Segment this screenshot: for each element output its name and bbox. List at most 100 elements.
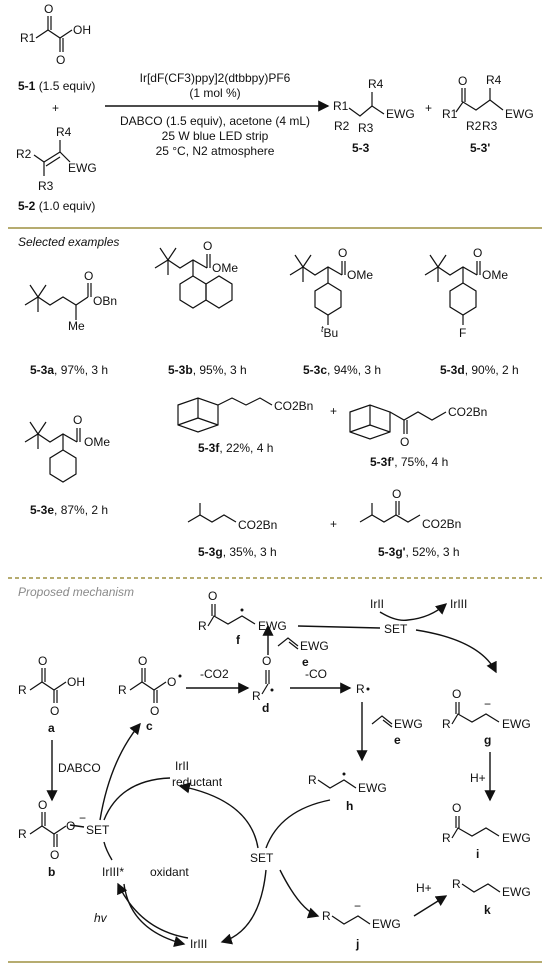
species-k: R EWG xyxy=(452,877,531,899)
species-g: O R − EWG xyxy=(442,687,531,731)
species-d: O R xyxy=(252,654,274,703)
svg-text:R4: R4 xyxy=(56,125,72,139)
conditions-text: 25 °C, N2 atmosphere xyxy=(156,144,275,158)
product-5-3-structure: R1 R4 EWG R2 R3 xyxy=(333,77,415,135)
svg-text:R1: R1 xyxy=(333,99,349,113)
label-j: j xyxy=(355,937,359,951)
svg-text:O: O xyxy=(262,654,271,668)
example-5-3b-structure: O OMe xyxy=(154,239,238,309)
svg-text:R2: R2 xyxy=(334,119,350,133)
arrow-j-to-k xyxy=(413,895,448,917)
example-5-3d-structure: O OMe F xyxy=(424,246,508,340)
reductant-label: reductant xyxy=(172,775,223,789)
svg-text:R2: R2 xyxy=(16,147,32,161)
svg-text:R3: R3 xyxy=(38,179,54,193)
svg-text:Me: Me xyxy=(68,319,85,333)
label-k: k xyxy=(484,903,491,917)
svg-text:EWG: EWG xyxy=(394,717,423,731)
arrow-ir3-to-ir3star xyxy=(117,882,189,939)
line-b-to-set xyxy=(69,824,85,828)
svg-text:OBn: OBn xyxy=(93,294,117,308)
svg-text:EWG: EWG xyxy=(502,717,531,731)
svg-text:EWG: EWG xyxy=(68,161,97,175)
species-i: O R EWG xyxy=(442,801,531,845)
svg-text:O: O xyxy=(50,704,59,718)
catalyst-loading: (1 mol %) xyxy=(189,86,240,100)
species-c: R O O O xyxy=(118,654,182,718)
svg-text:OH: OH xyxy=(73,23,91,37)
svg-text:O: O xyxy=(203,239,212,253)
oxidant-label: oxidant xyxy=(150,865,189,879)
example-5-3a-structure: Me O OBn xyxy=(24,269,117,333)
arrow-ir2-ir3 xyxy=(379,603,448,622)
svg-text:R3: R3 xyxy=(482,119,498,133)
svg-text:R2: R2 xyxy=(466,119,482,133)
svg-text:5-3g', 52%, 3 h: 5-3g', 52%, 3 h xyxy=(378,545,460,559)
example-5-3g-prime-structure: O CO2Bn xyxy=(359,487,461,531)
svg-text:O: O xyxy=(50,848,59,862)
label-g: g xyxy=(484,733,491,747)
svg-text:OMe: OMe xyxy=(482,268,508,282)
set-center: SET xyxy=(250,851,274,865)
minus-co2-label: -CO2 xyxy=(200,667,229,681)
species-a: O O OH R xyxy=(18,654,85,718)
svg-text:5-3b, 95%, 3 h: 5-3b, 95%, 3 h xyxy=(168,363,247,377)
svg-text:OMe: OMe xyxy=(347,268,373,282)
svg-text:R1: R1 xyxy=(20,31,36,45)
set-left: SET xyxy=(86,823,110,837)
svg-text:OH: OH xyxy=(67,675,85,689)
svg-text:R: R xyxy=(118,683,127,697)
species-b: R O O O − xyxy=(18,798,86,862)
svg-text:CO2Bn: CO2Bn xyxy=(238,518,277,532)
svg-text:EWG: EWG xyxy=(505,107,534,121)
ir3-top: IrIII xyxy=(450,597,467,611)
reagent2-label: 5-2 xyxy=(18,199,36,213)
svg-text:5-3c, 94%, 3 h: 5-3c, 94%, 3 h xyxy=(303,363,381,377)
plus-sign-f: + xyxy=(330,404,337,418)
svg-text:O: O xyxy=(208,589,217,603)
svg-text:OMe: OMe xyxy=(84,435,110,449)
product-5-3prime-structure: O R1 R4 EWG R2 R3 xyxy=(442,73,534,133)
svg-text:EWG: EWG xyxy=(372,917,401,931)
label-c: c xyxy=(146,719,153,733)
ir2-center: IrII xyxy=(175,759,189,773)
svg-text:O: O xyxy=(84,269,93,283)
product1-label: 5-3 xyxy=(352,141,370,155)
label-f: f xyxy=(236,633,241,647)
arc-set-to-j xyxy=(279,869,320,919)
svg-text:O: O xyxy=(56,53,65,67)
svg-text:O: O xyxy=(458,74,467,88)
svg-text:5-3f, 22%, 4 h: 5-3f, 22%, 4 h xyxy=(198,441,273,455)
example-5-3g-structure: CO2Bn xyxy=(187,503,277,532)
label-a: a xyxy=(48,721,55,735)
set-top: SET xyxy=(384,622,408,636)
svg-text:R: R xyxy=(18,827,27,841)
arc-ir3star-to-set xyxy=(103,841,113,861)
svg-text:5-3f', 75%, 4 h: 5-3f', 75%, 4 h xyxy=(370,455,448,469)
svg-text:EWG: EWG xyxy=(502,831,531,845)
svg-text:−: − xyxy=(79,811,86,825)
svg-text:O: O xyxy=(400,435,409,449)
example-5-3e-structure: O OMe xyxy=(24,413,110,483)
label-d: d xyxy=(262,701,269,715)
examples-heading: Selected examples xyxy=(18,235,119,249)
plus-sign: + xyxy=(52,101,59,115)
hv-label: hv xyxy=(94,911,108,925)
reagent-5-2-structure: R2 R3 R4 EWG xyxy=(16,125,97,193)
dabco-label: DABCO xyxy=(58,761,101,775)
svg-text:EWG: EWG xyxy=(502,885,531,899)
svg-text:F: F xyxy=(459,326,466,340)
svg-text:CO2Bn: CO2Bn xyxy=(274,399,313,413)
svg-text:O: O xyxy=(473,246,482,260)
svg-text:R: R xyxy=(252,689,261,703)
plus-sign-g: + xyxy=(330,517,337,531)
label-b: b xyxy=(48,865,55,879)
reagent-5-1-structure: R1 O O OH xyxy=(20,2,91,67)
svg-text:R4: R4 xyxy=(368,77,384,91)
svg-text:R4: R4 xyxy=(486,73,502,87)
catalyst-text: Ir[dF(CF3)ppy]2(dtbbpy)PF6 xyxy=(140,71,291,85)
svg-text:O: O xyxy=(138,654,147,668)
reagent2-amount: (1.0 equiv) xyxy=(39,199,96,213)
svg-text:O: O xyxy=(392,487,401,501)
